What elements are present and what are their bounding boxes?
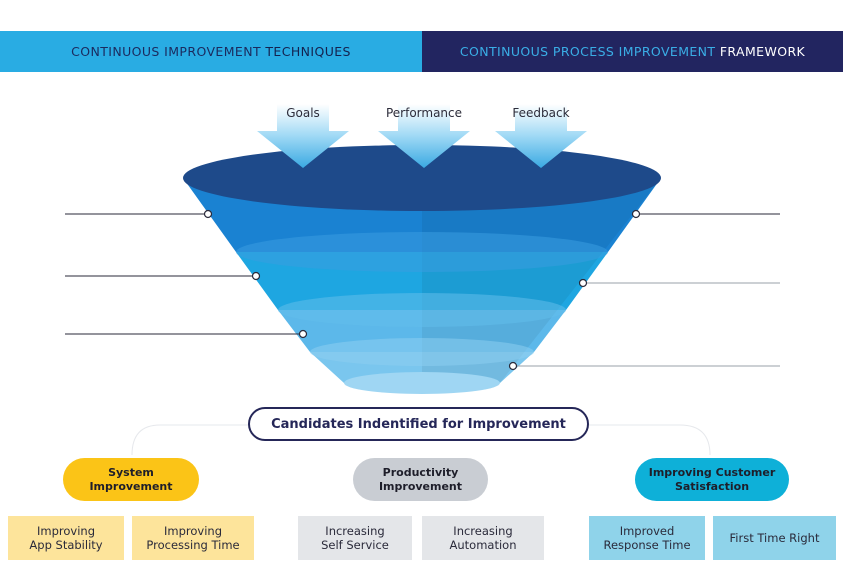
input-label-performance: Performance: [385, 106, 463, 120]
header-left-title-part1: CONTINUOUS IMPROVEMENT: [71, 44, 261, 59]
funnel-ring-3: [310, 338, 534, 366]
callout-dot-right-1: [631, 209, 641, 219]
callout-dot-right-3: [508, 361, 518, 371]
feedback-arrow-icon: [495, 104, 587, 168]
item-increasing-automation: Increasing Automation: [422, 516, 544, 560]
item-increasing-self-service: Increasing Self Service: [298, 516, 412, 560]
connector-right: [589, 424, 711, 456]
item-improving-app-stability: Improving App Stability: [8, 516, 124, 560]
candidates-label: Candidates Indentified for Improvement: [248, 407, 589, 441]
funnel-ring-2: [278, 293, 566, 327]
connector-left: [131, 424, 248, 456]
goals-arrow-icon: [257, 104, 349, 168]
header-right-title: CONTINUOUS PROCESS IMPROVEMENT FRAMEWORK: [460, 44, 805, 59]
input-label-feedback: Feedback: [512, 106, 570, 120]
header-left-title-part2: TECHNIQUES: [265, 44, 351, 59]
callout-dot-left-2: [251, 271, 261, 281]
category-system-improvement: System Improvement: [63, 458, 199, 501]
funnel-right-shade: [422, 178, 661, 383]
callout-dot-left-1: [203, 209, 213, 219]
header-left-banner: CONTINUOUS IMPROVEMENT TECHNIQUES: [0, 31, 422, 72]
item-first-time-right: First Time Right: [713, 516, 836, 560]
funnel-ring-1: [236, 232, 608, 272]
header-right-banner: CONTINUOUS PROCESS IMPROVEMENT FRAMEWORK: [422, 31, 843, 72]
category-customer-satisfaction: Improving Customer Satisfaction: [635, 458, 789, 501]
category-productivity-improvement: Productivity Improvement: [353, 458, 488, 501]
header-left-title: CONTINUOUS IMPROVEMENT TECHNIQUES: [71, 44, 351, 59]
funnel-bottom-ellipse: [344, 372, 500, 394]
input-label-goals: Goals: [286, 106, 320, 120]
header-right-title-part2: FRAMEWORK: [719, 44, 806, 59]
callout-dot-left-3: [298, 329, 308, 339]
item-improved-response-time: Improved Response Time: [589, 516, 705, 560]
callout-dot-right-2: [578, 278, 588, 288]
item-improving-processing-time: Improving Processing Time: [132, 516, 254, 560]
header-right-title-part1: CONTINUOUS PROCESS IMPROVEMENT: [459, 44, 716, 59]
performance-arrow-icon: [378, 104, 470, 168]
